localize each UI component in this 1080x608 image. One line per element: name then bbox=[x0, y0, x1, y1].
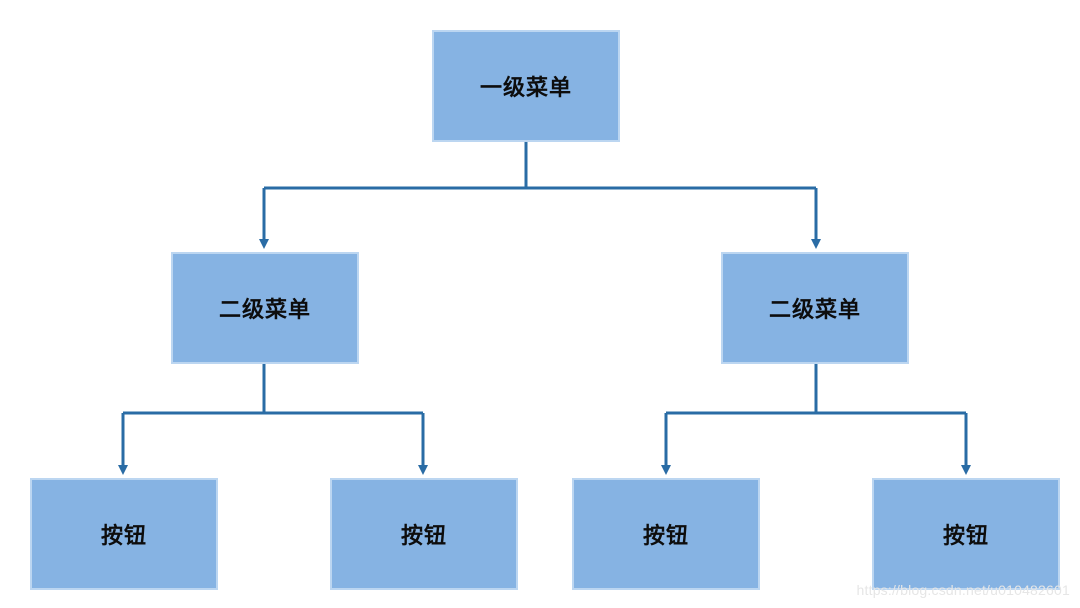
button-node-4: 按钮 bbox=[872, 478, 1060, 590]
button-node-4-label: 按钮 bbox=[942, 524, 989, 549]
connector-root-to-level2 bbox=[264, 142, 816, 190]
button-node-3-label: 按钮 bbox=[642, 524, 689, 549]
button-node-2-label: 按钮 bbox=[400, 524, 447, 549]
submenu-node-right: 二级菜单 bbox=[721, 252, 909, 364]
submenu-left-label: 二级菜单 bbox=[218, 298, 311, 323]
watermark-text: https://blog.csdn.net/u010482601 bbox=[856, 582, 1070, 598]
root-menu-node: 一级菜单 bbox=[432, 30, 620, 142]
button-node-2: 按钮 bbox=[330, 478, 518, 590]
connector-level2-left-to-buttons bbox=[123, 364, 423, 415]
button-node-1: 按钮 bbox=[30, 478, 218, 590]
button-node-1-label: 按钮 bbox=[100, 524, 147, 549]
connector-level2-right-to-buttons bbox=[666, 364, 966, 415]
root-menu-label: 一级菜单 bbox=[479, 76, 572, 101]
submenu-right-label: 二级菜单 bbox=[768, 298, 861, 323]
button-node-3: 按钮 bbox=[572, 478, 760, 590]
submenu-node-left: 二级菜单 bbox=[171, 252, 359, 364]
